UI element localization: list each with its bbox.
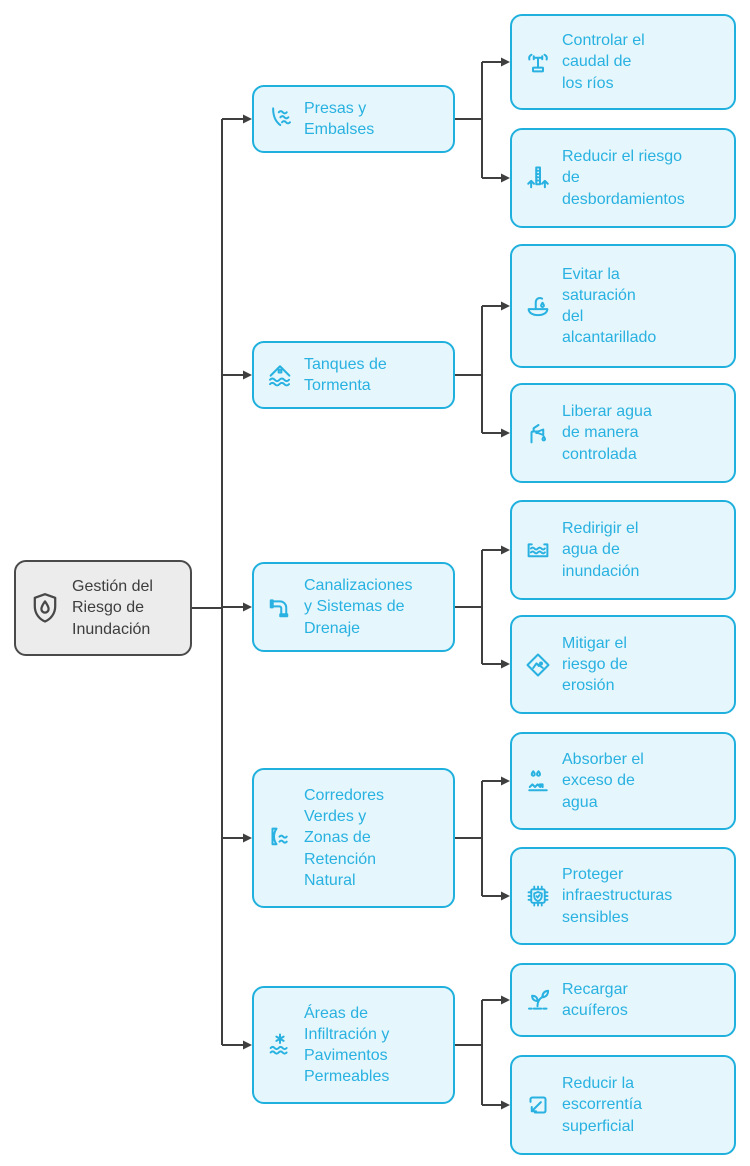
node-label: Redirigir el agua de inundación	[562, 520, 640, 580]
node-label: Áreas de Infiltración y Pavimentos Perme…	[304, 1004, 390, 1086]
dam-icon	[265, 104, 295, 134]
node-label: Proteger infraestructuras sensibles	[562, 866, 673, 926]
water-absorption-icon	[523, 766, 553, 796]
node-liberar-agua-controlada: Liberar agua de manera controlada	[510, 383, 736, 483]
node-proteger-infraestructuras: Proteger infraestructuras sensibles	[510, 847, 736, 945]
node-label: Absorber el exceso de agua	[562, 751, 644, 811]
node-absorber-exceso-agua: Absorber el exceso de agua	[510, 732, 736, 830]
node-canalizaciones-drenaje: Canalizaciones y Sistemas de Drenaje	[252, 562, 455, 652]
node-label: Recargar acuíferos	[562, 980, 628, 1019]
node-label: Controlar el caudal de los ríos	[562, 32, 645, 92]
water-level-gauge-icon	[523, 163, 553, 193]
node-label: Corredores Verdes y Zonas de Retención N…	[304, 787, 385, 889]
sewer-drain-icon	[523, 291, 553, 321]
node-label: Mitigar el riesgo de erosión	[562, 634, 628, 695]
node-label: Presas y Embalses	[304, 99, 375, 138]
flow-control-valve-icon	[523, 47, 553, 77]
node-gestion-riesgo-inundacion: Gestión del Riesgo de Inundación	[14, 560, 192, 656]
node-label: Reducir el riesgo de desbordamientos	[562, 148, 685, 208]
node-label: Evitar la saturación del alcantarillado	[562, 265, 657, 347]
node-label: Gestión del Riesgo de Inundación	[72, 578, 153, 638]
sprout-recharge-icon	[523, 985, 553, 1015]
faucet-icon	[523, 418, 553, 448]
runoff-arrow-icon	[523, 1090, 553, 1120]
node-label: Reducir la escorrentía superficial	[562, 1075, 643, 1135]
riverbank-icon	[265, 823, 295, 853]
node-recargar-acuiferos: Recargar acuíferos	[510, 963, 736, 1037]
node-label: Tanques de Tormenta	[304, 355, 387, 394]
node-evitar-saturacion: Evitar la saturación del alcantarillado	[510, 244, 736, 368]
erosion-warning-icon	[523, 650, 553, 680]
node-tanques-de-tormenta: Tanques de Tormenta	[252, 341, 455, 409]
node-areas-infiltracion: Áreas de Infiltración y Pavimentos Perme…	[252, 986, 455, 1104]
node-redirigir-agua: Redirigir el agua de inundación	[510, 500, 736, 600]
node-label: Canalizaciones y Sistemas de Drenaje	[304, 577, 413, 637]
node-mitigar-erosion: Mitigar el riesgo de erosión	[510, 615, 736, 714]
chip-shield-icon	[523, 881, 553, 911]
infiltration-icon	[265, 1030, 295, 1060]
water-basin-icon	[523, 535, 553, 565]
node-reducir-desbordamientos: Reducir el riesgo de desbordamientos	[510, 128, 736, 228]
node-reducir-escorrentia: Reducir la escorrentía superficial	[510, 1055, 736, 1155]
pipe-elbow-icon	[265, 592, 295, 622]
node-presas-y-embalses: Presas y Embalses	[252, 85, 455, 153]
shield-droplet-icon	[27, 590, 63, 626]
node-controlar-caudal: Controlar el caudal de los ríos	[510, 14, 736, 110]
storm-tank-icon	[265, 360, 295, 390]
node-label: Liberar agua de manera controlada	[562, 403, 652, 463]
node-corredores-verdes: Corredores Verdes y Zonas de Retención N…	[252, 768, 455, 908]
